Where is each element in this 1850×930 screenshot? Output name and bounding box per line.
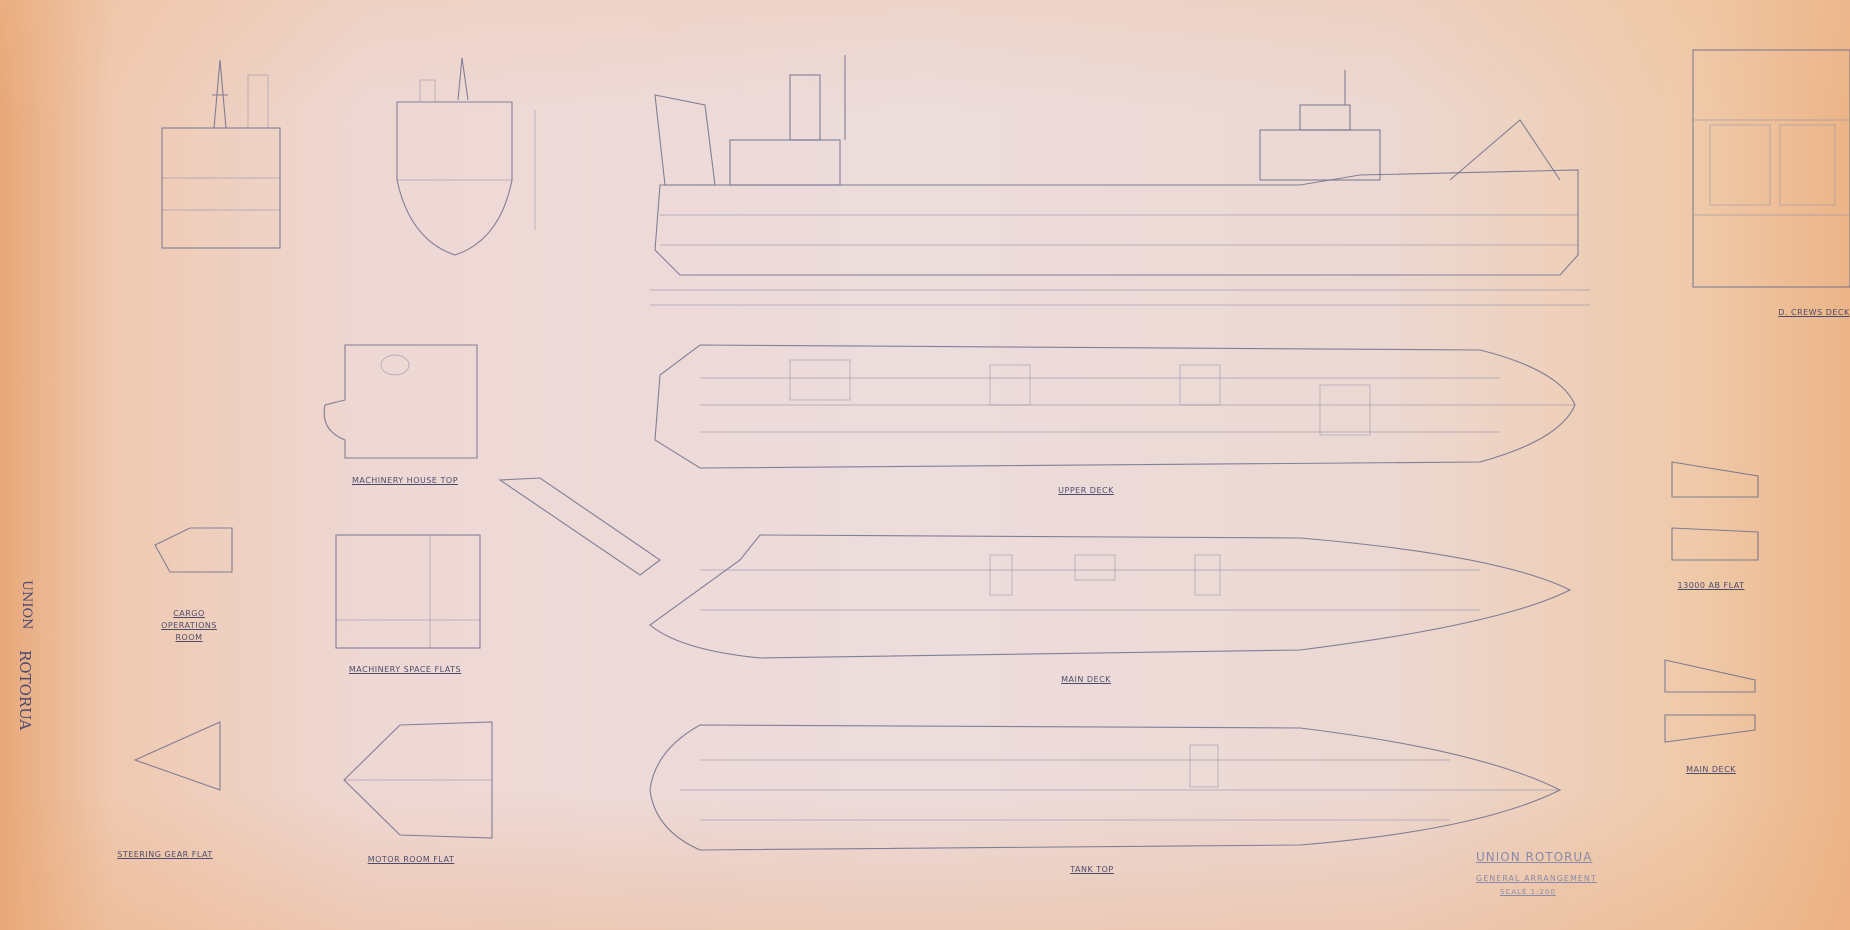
machinery-space-flats-plan: [335, 534, 481, 649]
label-main-deck: MAIN DECK: [1061, 675, 1111, 684]
crews-deck-plan: [1692, 49, 1850, 288]
end-elevation-aft: [161, 59, 281, 249]
cargo-operations-room-plan: [154, 527, 233, 573]
label-upper-deck: UPPER DECK: [1058, 486, 1114, 495]
ab-flat-details: [1671, 461, 1759, 561]
label-cargo-operations-room: CARGO OPERATIONS ROOM: [161, 609, 217, 642]
title-drawing-name: GENERAL ARRANGEMENT: [1476, 874, 1597, 883]
motor-room-flat-plan: [343, 721, 493, 839]
label-machinery-space-flats: MACHINERY SPACE FLATS: [348, 665, 462, 674]
title-scale: SCALE 1:200: [1500, 888, 1556, 896]
main-deck-details: [1664, 659, 1756, 743]
label-main-deck-detail: MAIN DECK: [1686, 765, 1736, 774]
title-vessel-name: UNION ROTORUA: [1476, 850, 1593, 864]
steering-gear-flat-plan: [133, 721, 221, 791]
label-machinery-house-top: MACHINERY HOUSE TOP: [351, 476, 459, 485]
machinery-house-top-plan: [323, 344, 478, 459]
end-elevation-fwd: [396, 57, 536, 256]
margin-note-union: UNION: [19, 580, 34, 630]
tank-top-plan: [649, 724, 1562, 851]
upper-deck-plan: [654, 344, 1576, 469]
label-motor-room-flat: MOTOR ROOM FLAT: [367, 855, 455, 864]
label-ab-flat: 13000 AB FLAT: [1677, 581, 1745, 590]
label-tank-top: TANK TOP: [1070, 865, 1114, 874]
label-steering-gear-flat: STEERING GEAR FLAT: [117, 850, 213, 859]
profile-elevation: [650, 55, 1590, 306]
main-deck-plan: [498, 477, 1572, 659]
label-crews-deck: D. CREWS DECK: [1778, 308, 1850, 317]
margin-note-rotorua: ROTORUA: [16, 650, 34, 731]
